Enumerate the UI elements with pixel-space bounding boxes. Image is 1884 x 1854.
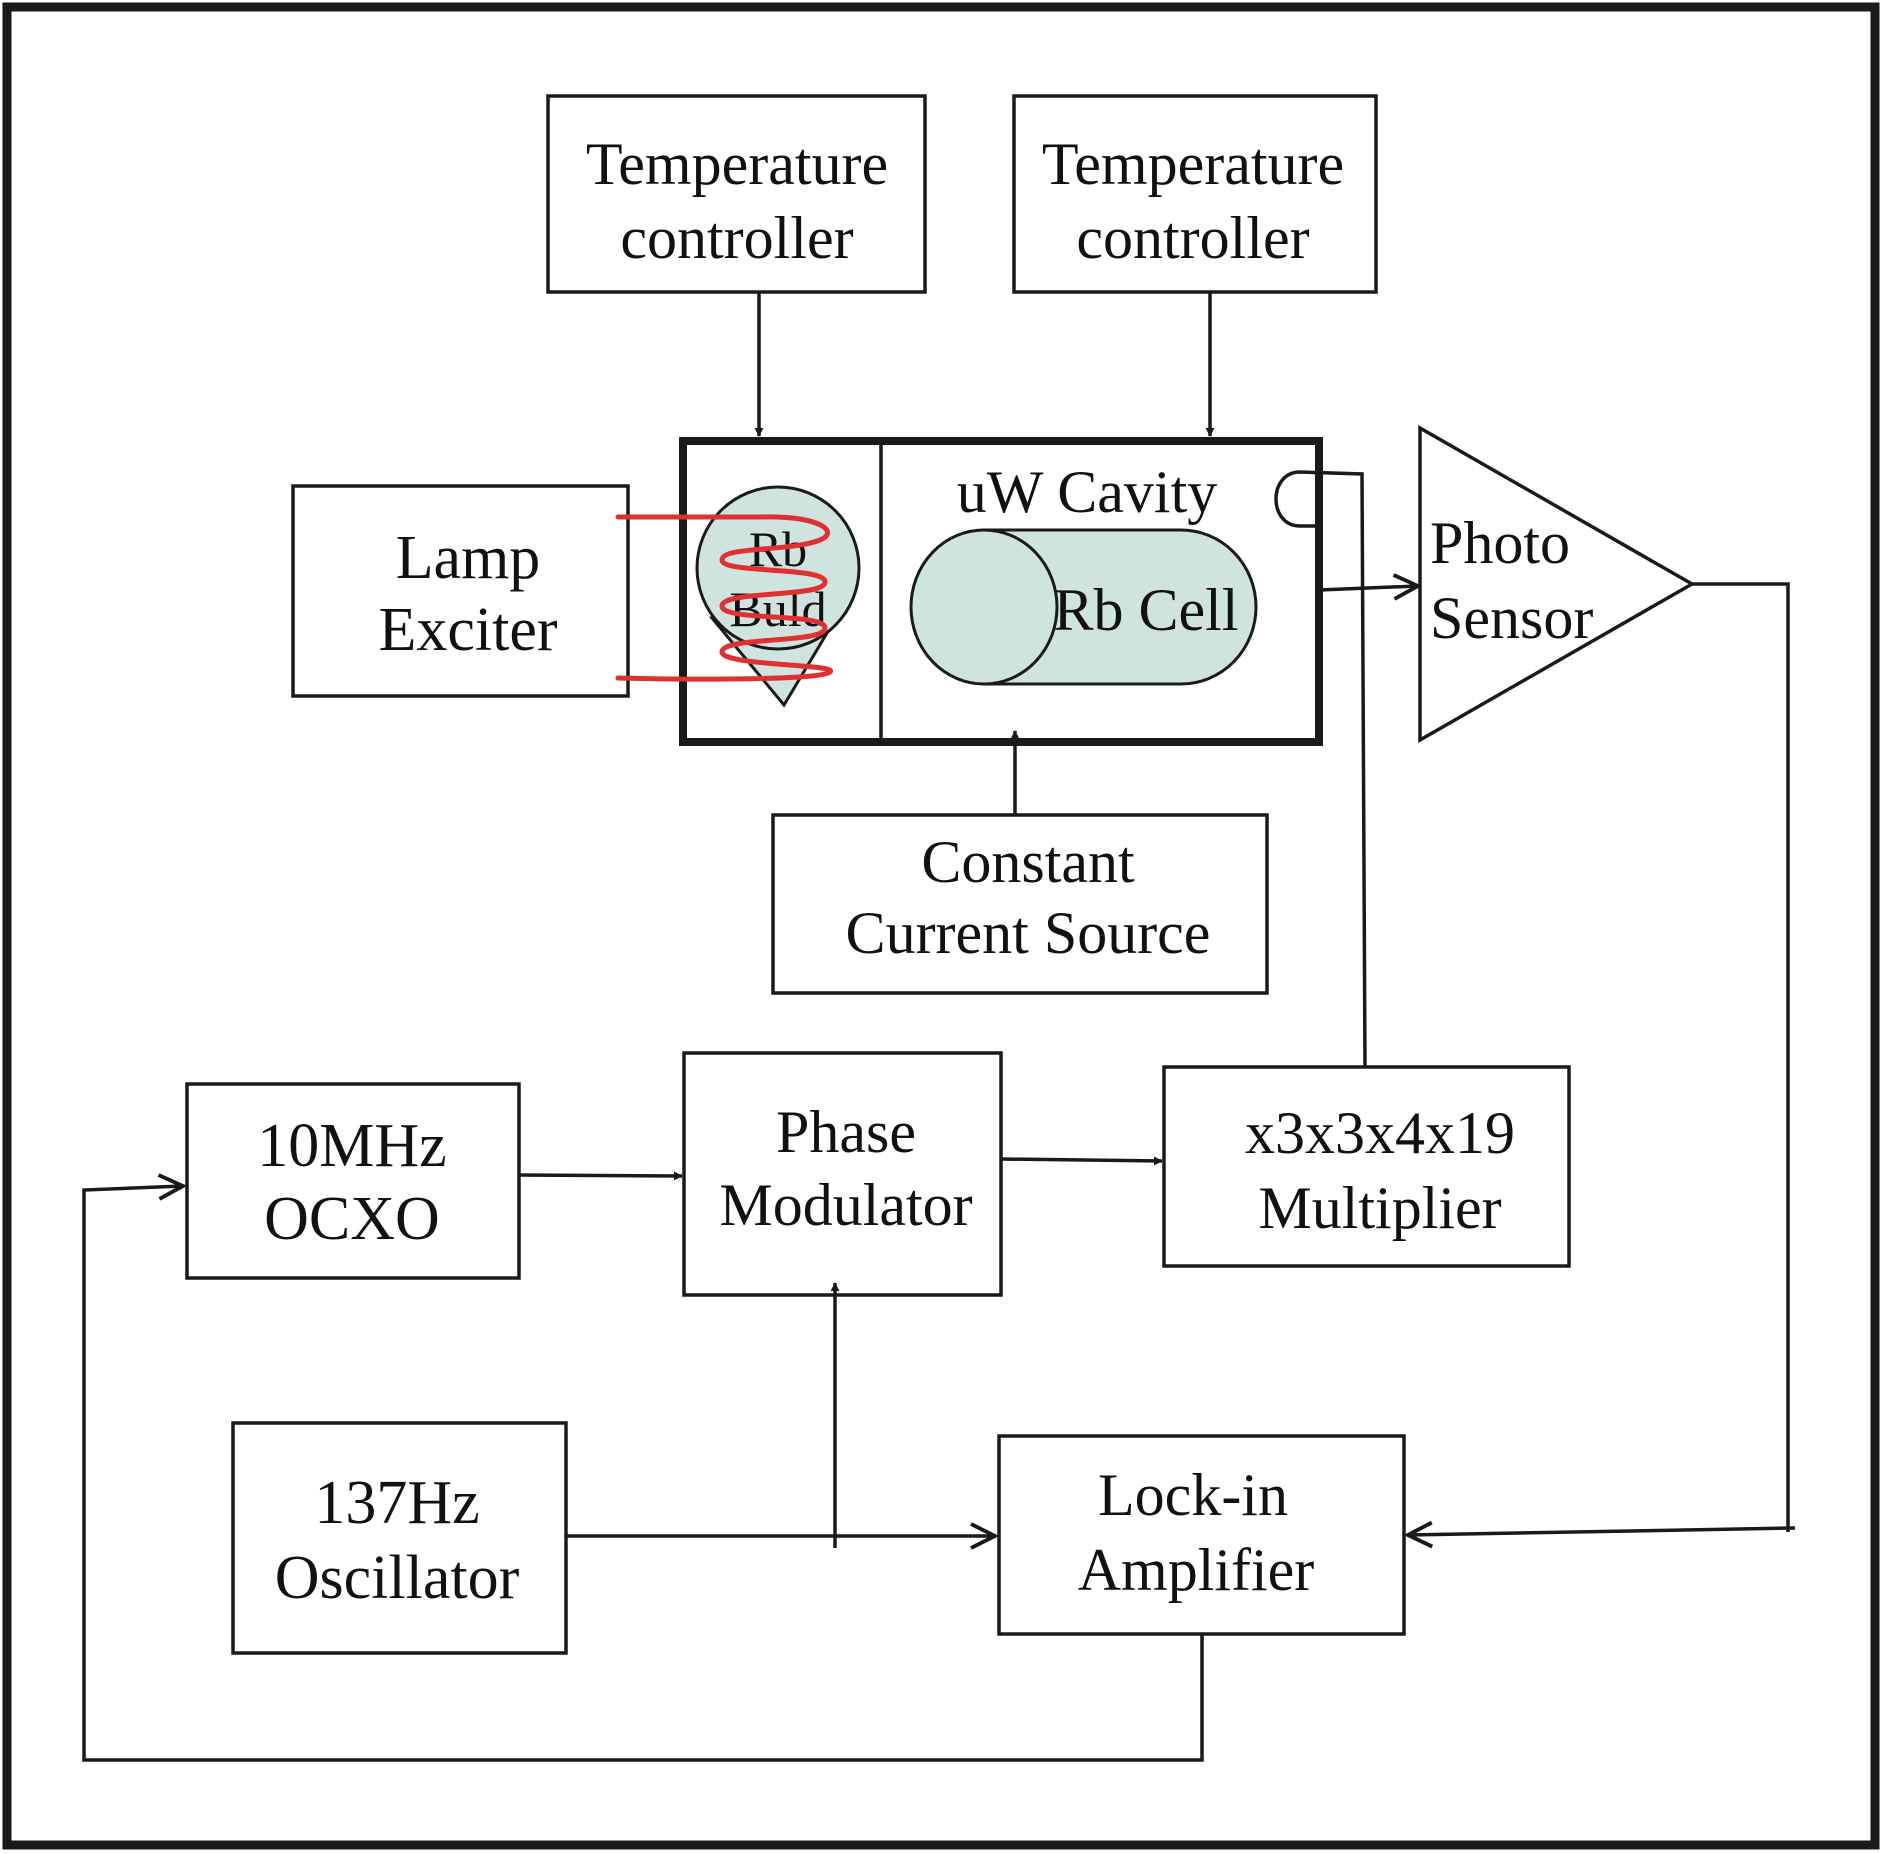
arrow-ocxo-to-phase-modulator <box>518 1171 683 1181</box>
photo-sensor: Photo Sensor <box>1418 424 1696 744</box>
microwave-feed-line <box>1274 470 1367 1068</box>
phase-modulator-block: Phase Modulator <box>682 1051 1003 1297</box>
lamp-exciter-line1: Lamp <box>396 524 541 592</box>
lockin-line1: Lock-in <box>1098 1462 1288 1528</box>
arrow-cavity-to-photo-sensor <box>1318 586 1418 590</box>
multiplier-block: x3x3x4x19 Multiplier <box>1162 1065 1571 1268</box>
ocxo-line2: OCXO <box>264 1185 440 1253</box>
wire-photo-sensor-to-lockin <box>1692 582 1790 1532</box>
ocxo-line1: 10MHz <box>257 1112 446 1180</box>
temperature-controller-2: Temperature controller <box>1012 94 1378 294</box>
lockin-line2: Amplifier <box>1078 1537 1315 1603</box>
temperature-controller-2-line1: Temperature <box>1042 131 1344 197</box>
oscillator-line2: Oscillator <box>275 1544 520 1612</box>
arrow-photo-sensor-to-lockin <box>1408 1528 1796 1535</box>
oscillator-block: 137Hz Oscillator <box>231 1421 568 1655</box>
ocxo-block: 10MHz OCXO <box>185 1082 521 1280</box>
multiplier-line1: x3x3x4x19 <box>1245 1100 1515 1166</box>
oscillator-line1: 137Hz <box>314 1469 479 1537</box>
phase-modulator-line2: Modulator <box>719 1172 972 1238</box>
arrow-lockin-feedback-to-ocxo <box>82 1186 1204 1762</box>
current-source-line1: Constant <box>921 829 1135 895</box>
rb-cell: Rb Cell <box>909 528 1258 686</box>
photo-sensor-line2: Sensor <box>1430 585 1593 651</box>
temperature-controller-1: Temperature controller <box>546 94 927 294</box>
cavity-label: uW Cavity <box>957 459 1218 525</box>
phase-modulator-line1: Phase <box>776 1099 916 1165</box>
temperature-controller-2-line2: controller <box>1076 205 1309 271</box>
rb-cell-label: Rb Cell <box>1053 577 1238 643</box>
temperature-controller-1-line1: Temperature <box>586 131 888 197</box>
constant-current-source: Constant Current Source <box>771 813 1269 995</box>
arrow-phase-modulator-to-multiplier <box>1000 1156 1163 1166</box>
current-source-line2: Current Source <box>846 900 1211 966</box>
lamp-exciter-line2: Exciter <box>378 596 557 664</box>
multiplier-line2: Multiplier <box>1258 1175 1501 1241</box>
photo-sensor-line1: Photo <box>1430 510 1570 576</box>
lockin-amplifier-block: Lock-in Amplifier <box>997 1434 1406 1636</box>
temperature-controller-1-line2: controller <box>620 205 853 271</box>
excitation-coil <box>615 514 833 682</box>
lamp-exciter: Lamp Exciter <box>291 484 630 698</box>
